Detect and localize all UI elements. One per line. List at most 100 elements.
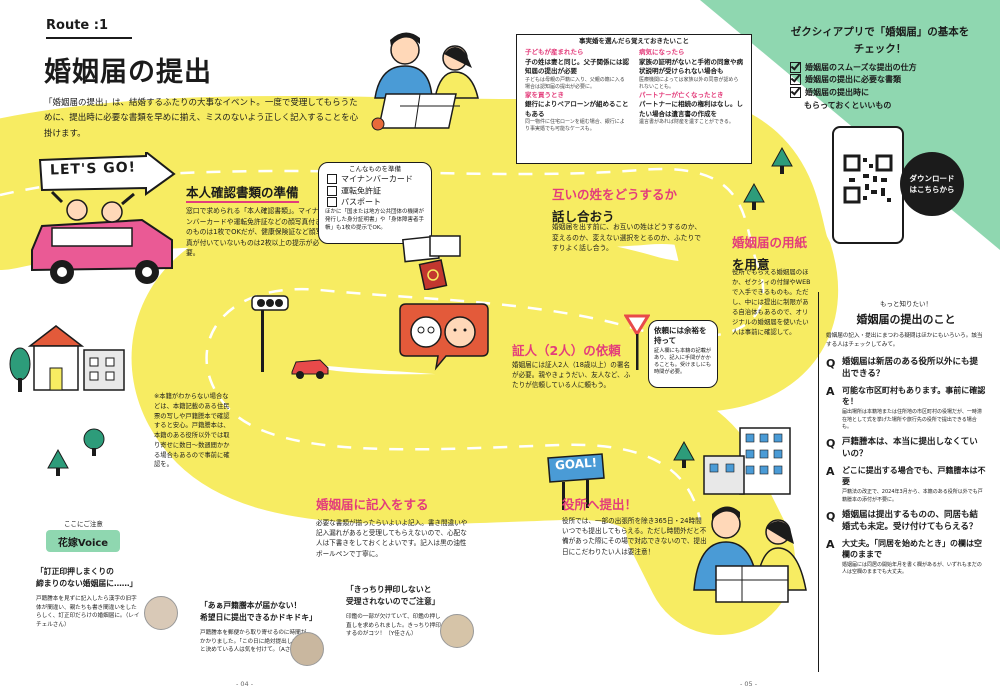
voice-body: 印鑑の一部が欠けていて、印鑑の押し直しを求められました。きっちり押印するのがコツ… [346,614,441,638]
phone-illustration [832,126,904,244]
witnesses-illustration [399,303,489,371]
answer-marker: A [826,464,835,478]
zexy-app-section: ゼクシィアプリで「婚姻届」の基本をチェック！ 婚姻届のスムーズな提出の仕方 婚姻… [790,24,970,113]
step6-title: 役所へ提出！ [562,497,638,512]
voice-body: 戸籍謄本を見ずに記入したら漢字の旧字体が間違い、親たちも書き間違いをしたらしく、… [36,596,140,628]
item-body: 医療機関によっては家族以外の同意が認められないことも。 [639,76,739,90]
step1-body: 窓口で求められる「本人確認書類」。マイナンバーカードや運転免許証などの顔写真付き… [186,207,323,258]
page-number-right: - 05 - [740,680,758,688]
step3-title: 婚姻届の用紙 を用意 [732,235,808,272]
step4-body: 婚姻届には証人2人（18歳以上）の署名が必要。親やきょうだい、友人など、ふたりが… [512,361,631,390]
faq-answer: 可能な市区町村もあります。事前に確認を！ [842,385,986,407]
item-title: パートナーが亡くなったとき [639,90,724,99]
faq-intro: 婚姻届の記入・提出にまつわる疑問はほかにもいろいろ。該当する人はチェックしてみて… [826,333,983,348]
id-cards-illustration [402,235,461,290]
item-sub: パートナーに相続の権利はなし。したい場合は遺言書の作成を [639,100,743,118]
voice-title: 希望日に提出できるかドキドキ」 [200,612,317,622]
voice-tag: ここにご注意 [64,520,103,528]
answer-marker: A [826,537,835,551]
request-early-bubble: 依頼には余裕を持って 証人欄にも本籍の記載があり、記入に手間がかかることも。受け… [648,320,718,388]
faq-detail: 戸籍法の改正で、2024年3月から、本籍のある役所以外でも戸籍謄本の添付が不要に… [842,489,983,503]
faq-divider [818,292,819,672]
voice-photo [440,614,474,648]
checkbox-icon [327,197,337,208]
item-title: 家を買うとき [525,90,564,99]
answer-marker: A [826,384,835,398]
zexy-heading: ゼクシィアプリで「婚姻届」の基本をチェック！ [790,26,970,55]
common-law-item: パートナーが亡くなったとき パートナーに相続の権利はなし。したい場合は遺言書の作… [639,91,743,133]
step5-body: 必要な書類が揃ったらいよいよ記入。書き間違いや記入漏れがあると受理してもらえない… [316,519,468,558]
faq-answer: どこに提出する場合でも、戸籍謄本は不要 [842,465,986,487]
zexy-item: 婚姻届の提出に必要な書類 [790,74,970,87]
faq-answer: 大丈夫。「同居を始めたとき」の欄は空欄のままで [842,538,982,559]
voice-body: 戸籍謄本を郵便から取り寄せるのに時間がかかりました。「この日に絶対提出したい」と… [200,630,310,654]
check-icon [790,61,801,73]
page-number-left: - 04 - [236,680,254,688]
request-early-heading: 依頼には余裕を持って [654,326,707,345]
faq-item: Q 戸籍謄本は、本当に提出しなくていいの？ A どこに提出する場合でも、戸籍謄本は不… [826,437,986,504]
voice-title: 締まりのない婚姻届に……」 [36,578,138,588]
item-title: 子どもが産まれたら [525,48,584,57]
item-title: 病気になったら [639,48,685,57]
check-icon [790,87,801,99]
goal-text: GOAL! [554,455,598,473]
item-body: 同一物件に住宅ローンを組む場合、銀行により事実婚でも可能なケースも。 [525,118,625,132]
document-item: パスポート [327,197,423,208]
request-early-body: 証人欄にも本籍の記載があり、記入に手間がかかることも。受けましにも時間が必要。 [654,347,712,376]
voice-title: 「あぁ戸籍謄本が届かない！ [200,601,302,610]
common-law-item: 家を買うとき 銀行によりペアローンが組めることもある 同一物件に住宅ローンを組む… [525,91,629,133]
voice-label: 花嫁Voice [46,530,120,552]
voice-photo [144,596,178,630]
question-marker: Q [826,357,836,371]
voice-title: 「訂正印押しまくりの [36,567,114,576]
faq-question: 戸籍謄本は、本当に提出しなくていいの？ [842,437,978,459]
yield-sign-icon [624,314,650,370]
couple-writing-illustration [371,32,479,131]
tree-icon [47,448,69,476]
step3-body: 役所でもらえる婚姻届のほか、ゼクシィの付録やWEBで入手できるものも。ただし、中… [732,268,811,336]
step4-title: 証人（2人）の依頼 [512,343,621,358]
common-law-item: 子どもが産まれたら 子の姓は妻と同じ。父子関係には認知届の提出が必要 子どもは母… [525,48,629,90]
checkbox-icon [327,185,337,196]
item-sub: 銀行によりペアローンが組めることもある [525,100,629,118]
documents-note: ほかに「国または地方公共団体の機関が発行した身分証明書」や「身体障害者手帳」も1… [325,209,425,231]
voice-item: 「きっちり押印しないと 受理されないのでご注意」 印鑑の一部が欠けていて、印鑑の… [346,584,506,639]
step2-body: 婚姻届を出す前に、お互いの姓はどうするのか、変えるのか、変えない選択をとるのか、… [552,223,702,253]
intro-text: 「婚姻届の提出」は、結婚するふたりの大事なイベント。一度で受理してもらうために、… [44,98,359,139]
lets-go-text: LET'S GO! [49,159,137,179]
voice-item: 「訂正印押しまくりの 締まりのない婚姻届に……」 戸籍謄本を見ずに記入したら漢字… [36,566,186,629]
faq-question: 婚姻届は提出するものの、同居も結婚式も未定。受け付けてもらえる？ [842,509,979,532]
faq-detail: 届出場所は本籍地または住所地の市区町村の役場だが、一時滞在地として式を挙げた場所… [842,409,982,430]
download-button[interactable]: ダウンロードはこちらから [900,152,964,216]
qr-code[interactable] [843,154,893,204]
tree-icon [673,440,695,468]
faq-detail: 婚姻届には同居の開始年月を書く欄があるが、いずれもまだの人は空欄のままでも大丈夫… [842,561,982,576]
zexy-item: 婚姻届の提出時に [790,87,970,100]
traffic-light-illustration [251,295,289,372]
item-sub: 子の姓は妻と同じ。父子関係には認知届の提出が必要 [525,57,629,76]
family-register-note: ※本籍がわからない場合などは、本籍記載のある住民票の写しや戸籍謄本で確認すると安… [154,393,230,469]
question-marker: Q [826,437,836,451]
documents-heading: こんなものを準備 [349,165,401,173]
voice-photo [290,632,324,666]
common-law-item: 病気になったら 家族の証明がないと手術の同意や病状説明が受けられない場合も 医療… [639,48,743,90]
step6-body: 役所では、一部の出張所を除き365日・24時間いつでも提出してもらえる。ただし時… [562,517,707,556]
faq-title: 婚姻届の提出のこと [856,313,956,327]
checkbox-icon [327,174,337,185]
documents-bubble: こんなものを準備 マイナンバーカード 運転免許証 パスポート ほかに「国または地… [318,162,432,244]
voice-title: 「きっちり押印しないと [346,585,432,594]
voice-item: 「あぁ戸籍謄本が届かない！ 希望日に提出できるかドキドキ」 戸籍謄本を郵便から取… [200,600,360,655]
page-title: 婚姻届の提出 [44,57,212,88]
faq-tag: もっと知りたい！ [880,300,932,308]
document-item: 運転免許証 [327,185,423,197]
common-law-box: 事実婚を選んだら覚えておきたいこと 子どもが産まれたら 子の姓は妻と同じ。父子関… [516,34,752,164]
document-item: マイナンバーカード [327,174,423,185]
tree-icon [743,182,765,210]
lets-go-sign [38,152,176,196]
item-body: 子どもは母親の戸籍に入り、父親の籍に入る場合は認知届の提出が必要に。 [525,76,625,90]
red-car-icon [291,359,329,379]
common-law-heading: 事実婚を選んだら覚えておきたいこと [579,37,689,45]
